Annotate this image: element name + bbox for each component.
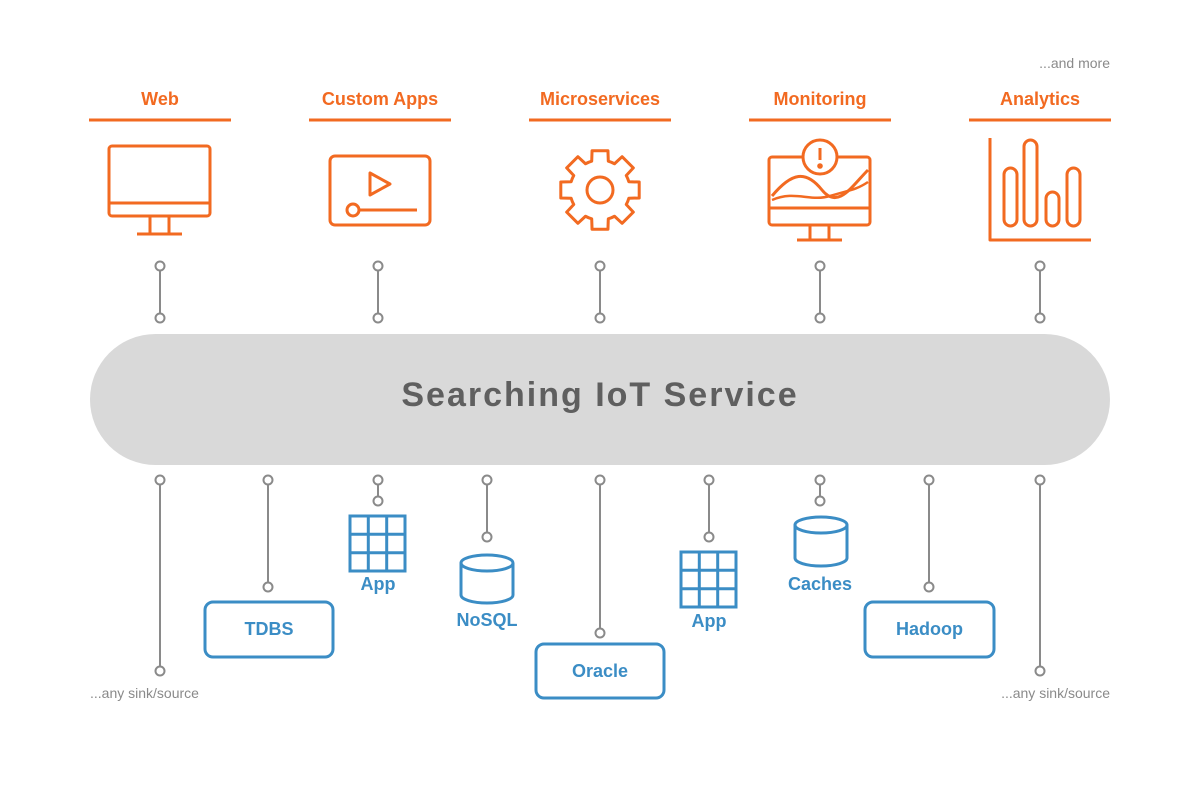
consumer-label-web: Web — [141, 89, 179, 109]
consumer-label-microservices: Microservices — [539, 89, 661, 109]
service-bus — [90, 334, 1110, 465]
video-player-icon — [328, 154, 432, 227]
oracle-box — [534, 642, 666, 700]
and-more-note: ...and more — [1039, 55, 1110, 71]
consumer-label-monitoring: Monitoring — [773, 89, 867, 109]
bar-chart-icon — [988, 138, 1091, 242]
oracle-label: Oracle — [571, 660, 629, 681]
top-connectors — [154, 260, 1046, 324]
gear-icon — [559, 149, 641, 231]
monitor-icon — [107, 144, 212, 236]
hadoop-box — [863, 600, 996, 659]
service-bus-label: Searching IoT Service — [401, 376, 799, 414]
tdbs-label: TDBS — [244, 619, 294, 639]
any-sink-source-right-note: ...any sink/source — [1001, 685, 1110, 701]
app-label-left: App — [360, 574, 396, 594]
hadoop-label: Hadoop — [896, 619, 963, 639]
caches-label: Caches — [787, 574, 853, 594]
bottom-connectors — [154, 474, 1046, 677]
consumer-label-analytics: Analytics — [999, 89, 1081, 109]
app-grid-icon-right — [679, 550, 738, 609]
app-grid-icon-left — [348, 514, 407, 573]
any-sink-source-left-note: ...any sink/source — [90, 685, 199, 701]
app-label-right: App — [691, 611, 727, 631]
tdbs-box — [203, 600, 335, 659]
monitoring-alert-icon — [767, 138, 872, 242]
caches-database-icon — [793, 515, 849, 568]
nosql-database-icon — [459, 553, 515, 605]
nosql-label: NoSQL — [456, 610, 518, 630]
consumer-label-custom-apps: Custom Apps — [321, 89, 439, 109]
